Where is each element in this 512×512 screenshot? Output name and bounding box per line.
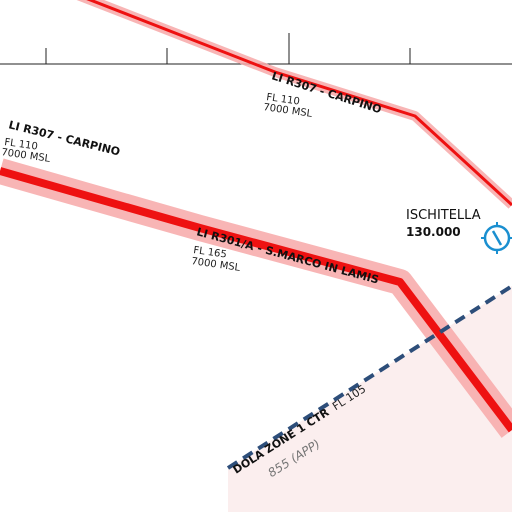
route-fl: FL 110 bbox=[4, 137, 39, 153]
vor-icon[interactable] bbox=[481, 222, 512, 254]
route-msl: 7000 MSL bbox=[263, 102, 314, 120]
route-msl: 7000 MSL bbox=[191, 256, 242, 274]
ctr-boundary[interactable] bbox=[226, 284, 512, 470]
navaid-frequency: 130.000 bbox=[406, 225, 461, 239]
navaid-name: ISCHITELLA bbox=[406, 208, 481, 223]
ctr-area bbox=[228, 286, 512, 512]
route-r301a[interactable] bbox=[0, 158, 512, 438]
route-fl: FL 110 bbox=[266, 92, 301, 108]
route-r307-upper[interactable] bbox=[75, 0, 512, 209]
route-fl: FL 165 bbox=[193, 245, 228, 261]
